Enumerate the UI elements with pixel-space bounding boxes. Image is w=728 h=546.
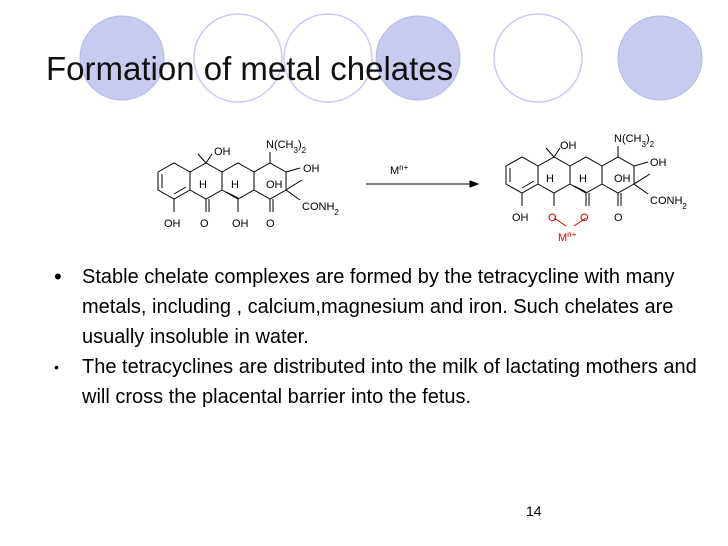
left-label-oh-top: OH <box>214 146 231 158</box>
bullet-list: • Stable chelate complexes are formed by… <box>54 262 704 412</box>
page-number: 14 <box>526 503 542 519</box>
left-label-oh-center: OH <box>266 179 283 191</box>
right-label-h-2: H <box>579 173 587 185</box>
deco-circle-8 <box>617 15 703 101</box>
bullet-marker-1: • <box>54 264 62 289</box>
right-label-o-bottom: O <box>614 212 623 224</box>
right-label-oh-center: OH <box>614 173 631 185</box>
reaction-arrow <box>366 180 480 188</box>
right-label-conh2: CONH2 <box>650 195 687 211</box>
deco-circle-2 <box>193 13 283 103</box>
deco-circle-1 <box>79 15 165 101</box>
right-label-oh-bottom: OH <box>512 212 529 224</box>
left-label-oh-bottom-1: OH <box>164 218 181 230</box>
deco-circle-3 <box>283 13 373 103</box>
bullet-item-1: • Stable chelate complexes are formed by… <box>54 262 704 352</box>
right-label-o-chelating-1: O <box>548 212 557 224</box>
left-label-oh-right: OH <box>303 163 320 175</box>
left-label-h-1: H <box>199 179 207 191</box>
deco-circle-5 <box>375 15 461 101</box>
bullet-text-1: Stable chelate complexes are formed by t… <box>82 266 675 348</box>
right-label-oh-top: OH <box>560 140 577 152</box>
slide-title: Formation of metal chelates <box>46 50 454 87</box>
bullet-item-2: • The tetracyclines are distributed into… <box>54 352 704 412</box>
right-label-nch32: N(CH3)2 <box>614 133 655 149</box>
decorative-circles <box>79 13 703 103</box>
left-label-o-bottom-2: O <box>266 218 275 230</box>
right-label-metal-ion: Mn+ <box>558 230 577 245</box>
tetracycline-structure <box>157 152 303 212</box>
left-label-nch32: N(CH3)2 <box>266 139 307 155</box>
left-label-oh-bottom-2: OH <box>232 218 249 230</box>
left-label-h-2: H <box>231 179 239 191</box>
right-label-h-1: H <box>546 173 554 185</box>
left-label-conh2: CONH2 <box>302 201 339 217</box>
bullet-text-2: The tetracyclines are distributed into t… <box>82 356 697 408</box>
right-label-o-chelating-2: O <box>580 212 589 224</box>
chelation-scheme: OH N(CH3)2 OH H H OH CONH2 OH O OH O Mn+ <box>157 133 687 245</box>
reagent-label: Mn+ <box>390 163 409 178</box>
deco-circle-6 <box>493 13 583 103</box>
metal-chelate-structure <box>505 146 651 227</box>
bullet-marker-2: • <box>54 359 59 375</box>
right-label-oh-right: OH <box>650 157 667 169</box>
left-label-o-bottom-1: O <box>200 218 209 230</box>
